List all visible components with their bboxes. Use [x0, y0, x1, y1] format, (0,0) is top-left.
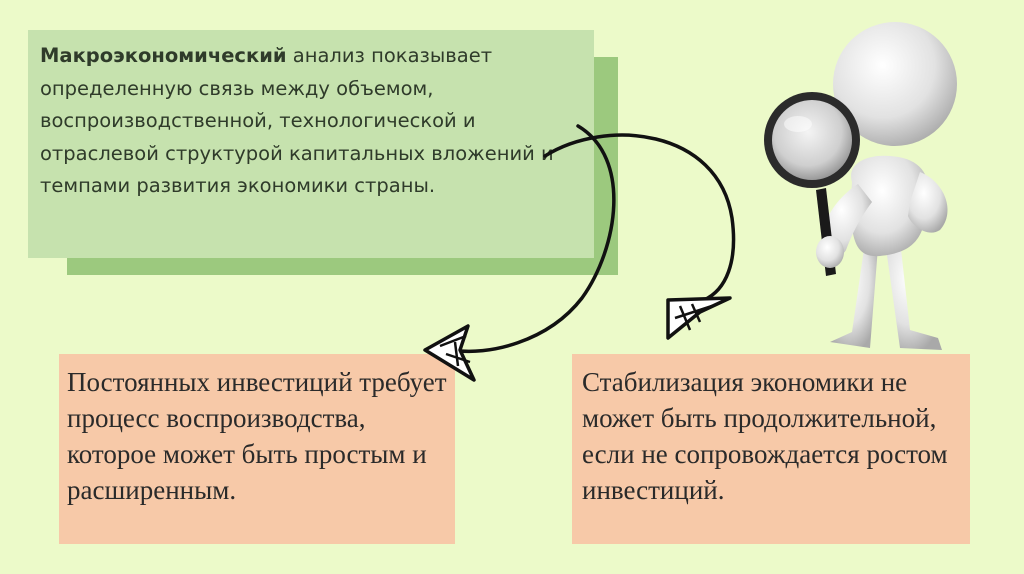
reproduction-text: Постоянных инвестиций требует процесс во…: [67, 367, 447, 505]
stabilization-box: Стабилизация экономики не может быть про…: [572, 354, 970, 544]
macroeconomic-body-text: анализ показывает определенную связь меж…: [40, 44, 554, 197]
macroeconomic-analysis-box: Макроэкономический анализ показывает опр…: [28, 30, 594, 258]
macroeconomic-analysis-text: Макроэкономический анализ показывает опр…: [40, 40, 582, 203]
magnifying-glass-figure-icon: [764, 22, 957, 350]
reproduction-box: Постоянных инвестиций требует процесс во…: [59, 354, 455, 544]
macroeconomic-bold-lead: Макроэкономический: [40, 44, 287, 67]
stabilization-text: Стабилизация экономики не может быть про…: [582, 367, 948, 505]
